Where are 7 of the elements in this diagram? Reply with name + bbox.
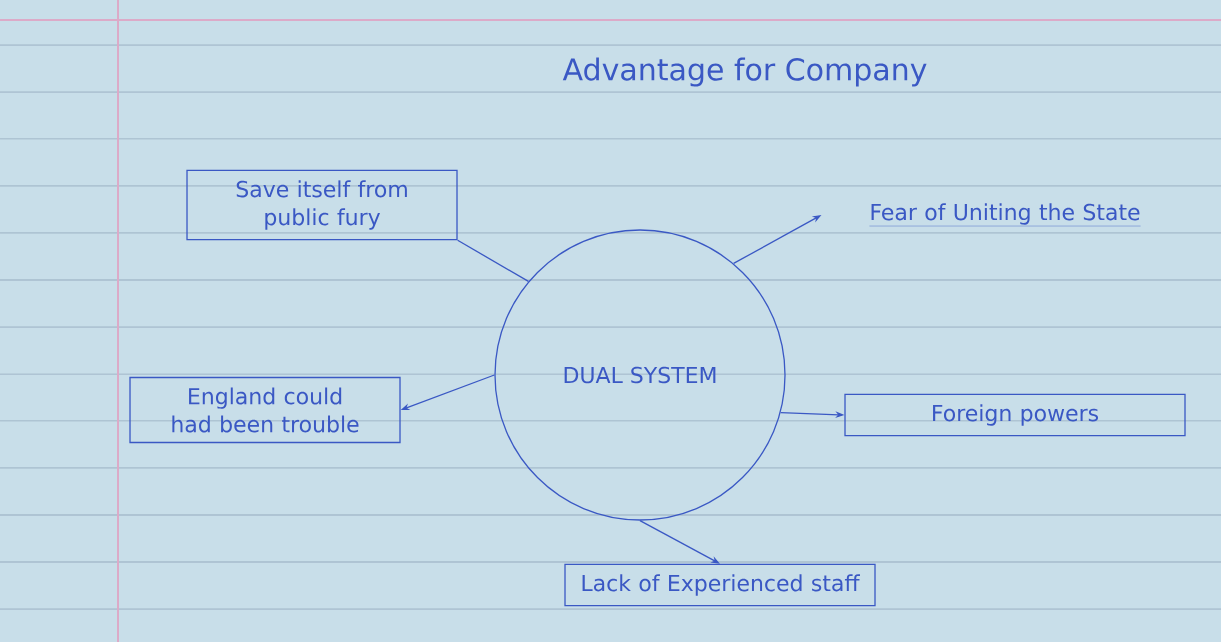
text-box: England could had been trouble (129, 376, 401, 444)
arrow (639, 520, 720, 564)
title: Advantage for Company (562, 57, 927, 87)
text-box: Lack of Experienced staff (564, 563, 876, 607)
text-box: Foreign powers (844, 393, 1186, 437)
text-box: Save itself from public fury (186, 169, 458, 241)
underlined-text: Fear of Uniting the State (869, 203, 1141, 227)
